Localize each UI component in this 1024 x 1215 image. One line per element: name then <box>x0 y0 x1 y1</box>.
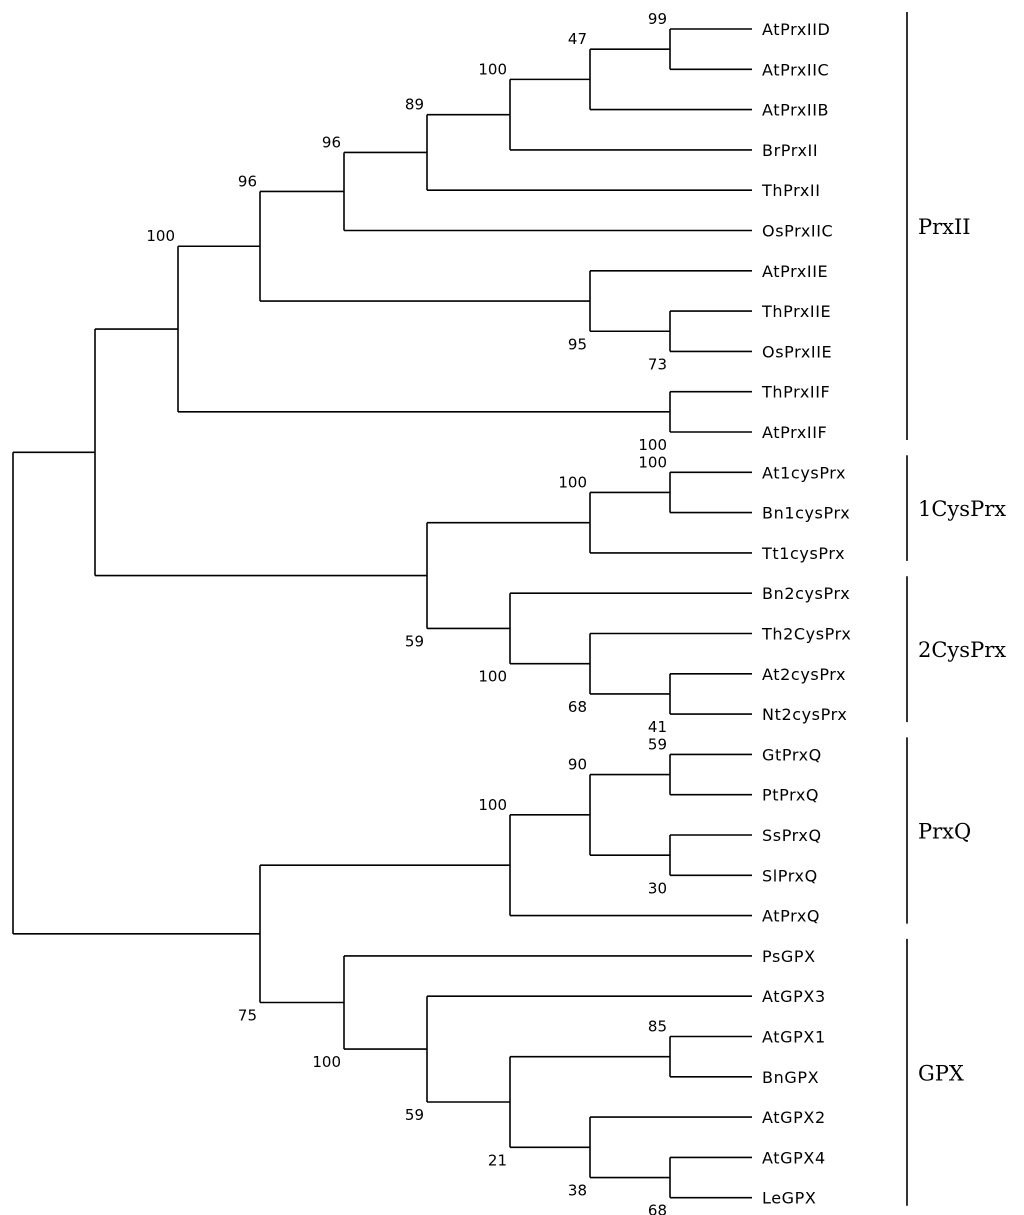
bootstrap-value: 100 <box>146 227 175 245</box>
bootstrap-value: 85 <box>648 1018 667 1036</box>
leaf-label: AtGPX3 <box>762 987 826 1006</box>
leaf-label: Th2CysPrx <box>761 625 851 644</box>
bootstrap-value: 99 <box>648 10 667 28</box>
leaf-label: AtPrxIIC <box>762 60 829 79</box>
leaf-label: AtPrxIIE <box>762 262 828 281</box>
leaf-labels: AtPrxIID AtPrxIIC AtPrxIIB BrPrxII ThPrxII Os… <box>761 20 851 1208</box>
bootstrap-value: 68 <box>568 698 587 716</box>
tree-branches <box>12 28 752 1199</box>
bootstrap-value: 96 <box>238 172 257 190</box>
bootstrap-value: 100 <box>638 453 667 471</box>
leaf-label: ThPrxIIE <box>761 302 831 321</box>
bootstrap-value: 59 <box>405 1106 424 1124</box>
bootstrap-value: 100 <box>478 668 507 686</box>
group-label: GPX <box>918 1061 964 1085</box>
leaf-label: Nt2cysPrx <box>762 705 847 724</box>
leaf-label: BnGPX <box>762 1068 819 1087</box>
leaf-label: AtGPX4 <box>762 1148 826 1167</box>
leaf-label: At1cysPrx <box>762 463 846 482</box>
leaf-label: Bn1cysPrx <box>762 504 850 523</box>
leaf-label: LeGPX <box>762 1189 816 1208</box>
leaf-label: AtPrxIID <box>762 20 830 39</box>
bootstrap-value: 47 <box>568 30 587 48</box>
leaf-label: At2cysPrx <box>762 665 846 684</box>
bootstrap-labels: 9947100899673959610010010010041681005959… <box>146 10 667 1215</box>
bootstrap-value: 96 <box>322 133 341 151</box>
leaf-label: SsPrxQ <box>762 826 822 845</box>
bootstrap-value: 21 <box>488 1151 507 1169</box>
bootstrap-value: 75 <box>238 1006 257 1024</box>
bootstrap-value: 30 <box>648 879 667 897</box>
bootstrap-value: 100 <box>558 473 587 491</box>
bootstrap-value: 41 <box>648 718 667 736</box>
leaf-label: PsGPX <box>762 947 816 966</box>
bootstrap-value: 100 <box>478 796 507 814</box>
leaf-label: OsPrxIIC <box>762 222 833 241</box>
leaf-label: Tt1cysPrx <box>761 544 845 563</box>
group-label: PrxII <box>918 215 971 239</box>
bootstrap-value: 100 <box>638 436 667 454</box>
bootstrap-value: 38 <box>568 1182 587 1200</box>
bootstrap-value: 89 <box>405 96 424 114</box>
bootstrap-value: 59 <box>405 632 424 650</box>
bootstrap-value: 59 <box>648 735 667 753</box>
group-label: PrxQ <box>918 820 971 844</box>
leaf-label: ThPrxIIF <box>761 383 830 402</box>
leaf-label: ThPrxII <box>761 181 821 200</box>
bootstrap-value: 68 <box>648 1202 667 1215</box>
bootstrap-value: 90 <box>568 756 587 774</box>
leaf-label: SlPrxQ <box>762 866 818 885</box>
leaf-label: AtPrxQ <box>762 907 820 926</box>
leaf-label: BrPrxII <box>762 141 818 160</box>
group-label: 2CysPrx <box>918 638 1006 662</box>
bootstrap-value: 100 <box>478 60 507 78</box>
leaf-label: AtGPX2 <box>762 1108 826 1127</box>
leaf-label: PtPrxQ <box>762 786 819 805</box>
bootstrap-value: 95 <box>568 335 587 353</box>
leaf-label: GtPrxQ <box>762 745 822 764</box>
leaf-label: AtPrxIIF <box>762 423 827 442</box>
group-label: 1CysPrx <box>918 497 1006 521</box>
bootstrap-value: 100 <box>312 1053 341 1071</box>
bootstrap-value: 73 <box>648 355 667 373</box>
leaf-label: OsPrxIIE <box>762 342 832 361</box>
leaf-label: Bn2cysPrx <box>762 584 850 603</box>
leaf-label: AtGPX1 <box>762 1028 826 1047</box>
leaf-label: AtPrxIIB <box>762 101 829 120</box>
